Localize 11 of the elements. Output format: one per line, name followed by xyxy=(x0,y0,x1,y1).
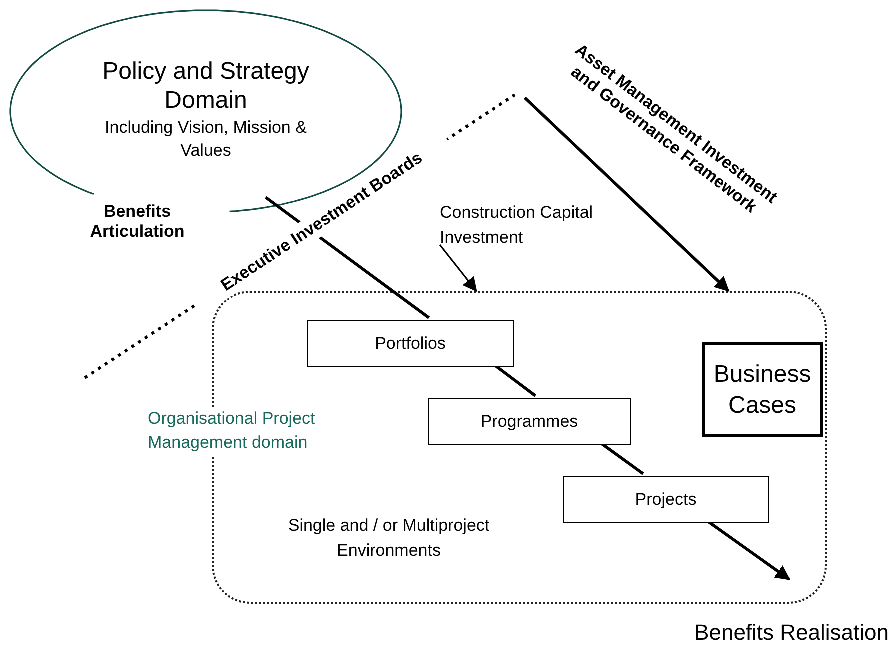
ellipse-title: Policy and Strategy Domain xyxy=(102,57,310,115)
region-note: Single and / or Multiproject Environments xyxy=(287,515,491,562)
process-box: Business Cases xyxy=(702,342,823,437)
process-box: Portfolios xyxy=(307,320,514,367)
process-box: Projects xyxy=(563,476,769,523)
connector-line xyxy=(265,196,430,320)
arrow xyxy=(439,244,478,292)
process-box: Programmes xyxy=(428,398,631,445)
side-label: Benefits Articulation xyxy=(89,202,186,242)
outcome-text: Benefits Realisation xyxy=(640,620,889,650)
arrow xyxy=(524,96,730,292)
